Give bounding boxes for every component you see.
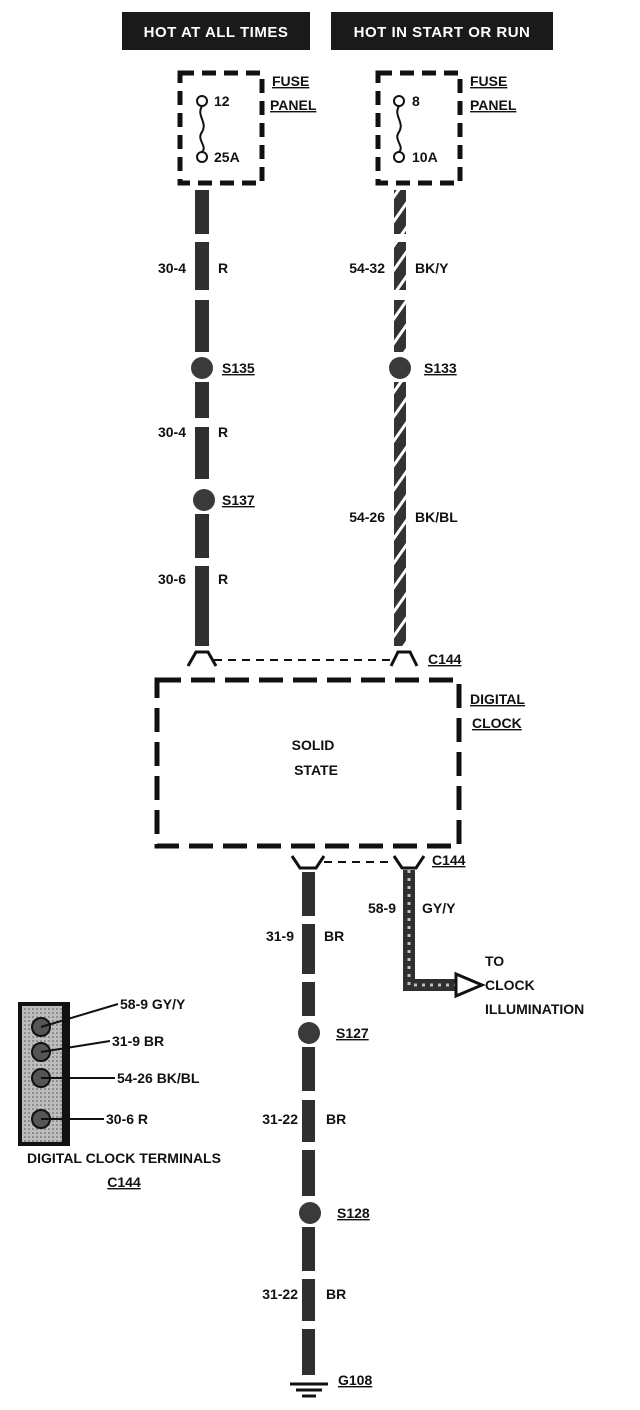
header-right-label: HOT IN START OR RUN bbox=[354, 24, 531, 41]
left-seg1-color: R bbox=[218, 260, 228, 276]
ground-g108-label: G108 bbox=[338, 1372, 372, 1388]
header-hot-at-all-times: HOT AT ALL TIMES bbox=[122, 12, 310, 50]
splice-s137-label: S137 bbox=[222, 492, 255, 508]
splice-s133-label: S133 bbox=[424, 360, 457, 376]
illumination-wire: 58-9 GY/Y TO CLOCK ILLUMINATION bbox=[368, 870, 584, 1017]
bottom-seg2-circuit: 31-22 bbox=[262, 1111, 298, 1127]
left-seg3-circuit: 30-6 bbox=[158, 571, 186, 587]
splice-s135-icon bbox=[191, 357, 213, 379]
terminals-connector: C144 bbox=[107, 1174, 141, 1190]
illum-dest-2: CLOCK bbox=[485, 977, 535, 993]
terminal-1-label: 58-9 GY/Y bbox=[120, 996, 186, 1012]
fuse-left-number: 12 bbox=[214, 93, 230, 109]
right-seg1-circuit: 54-32 bbox=[349, 260, 385, 276]
right-seg2-circuit: 54-26 bbox=[349, 509, 385, 525]
fuse-right-amperage: 10A bbox=[412, 149, 438, 165]
splice-s128-label: S128 bbox=[337, 1205, 370, 1221]
terminal-2-label: 31-9 BR bbox=[112, 1033, 164, 1049]
clock-inner-line-1: SOLID bbox=[292, 737, 335, 753]
left-seg3-color: R bbox=[218, 571, 228, 587]
illum-color: GY/Y bbox=[422, 900, 456, 916]
clock-label-2: CLOCK bbox=[472, 715, 522, 731]
bottom-seg2-color: BR bbox=[326, 1111, 346, 1127]
right-seg2-color: BK/BL bbox=[415, 509, 458, 525]
arrow-right-icon bbox=[454, 971, 486, 999]
ground-icon bbox=[290, 1382, 328, 1398]
left-seg2-color: R bbox=[218, 424, 228, 440]
terminal-3-label: 54-26 BK/BL bbox=[117, 1070, 200, 1086]
fuse-left: 12 25A FUSE PANEL bbox=[177, 70, 317, 186]
left-seg1-circuit: 30-4 bbox=[158, 260, 186, 276]
splice-s137-icon bbox=[193, 489, 215, 511]
illum-dest-1: TO bbox=[485, 953, 504, 969]
left-seg2-circuit: 30-4 bbox=[158, 424, 186, 440]
right-seg1-color: BK/Y bbox=[415, 260, 449, 276]
terminal-4-label: 30-6 R bbox=[106, 1111, 148, 1127]
bottom-seg1-color: BR bbox=[324, 928, 344, 944]
fuse-right-number: 8 bbox=[412, 93, 420, 109]
illum-circuit: 58-9 bbox=[368, 900, 396, 916]
fuse-right-label-2: PANEL bbox=[470, 97, 517, 113]
splice-s127-label: S127 bbox=[336, 1025, 369, 1041]
header-left-label: HOT AT ALL TIMES bbox=[144, 24, 289, 41]
fuse-element-icon bbox=[396, 105, 402, 153]
connector-pin-icon bbox=[389, 650, 419, 667]
splice-s128-icon bbox=[299, 1202, 321, 1224]
connector-pin-icon bbox=[392, 855, 426, 870]
left-wire: 30-4 R S135 30-4 R S137 30-6 R bbox=[158, 190, 255, 667]
clock-inner-line-2: STATE bbox=[294, 762, 338, 778]
right-wire: 54-32 BK/Y S133 54-26 BK/BL bbox=[349, 190, 458, 667]
bottom-seg1-circuit: 31-9 bbox=[266, 928, 294, 944]
splice-s133-icon bbox=[389, 357, 411, 379]
clock-label-1: DIGITAL bbox=[470, 691, 525, 707]
header-hot-in-start-or-run: HOT IN START OR RUN bbox=[331, 12, 553, 50]
terminals-caption: DIGITAL CLOCK TERMINALS bbox=[27, 1150, 221, 1166]
digital-clock-module: SOLID STATE DIGITAL CLOCK bbox=[154, 677, 525, 849]
illum-dest-3: ILLUMINATION bbox=[485, 1001, 584, 1017]
connector-pin-icon bbox=[290, 855, 326, 870]
terminals-inset: 58-9 GY/Y 31-9 BR 54-26 BK/BL 30-6 R DIG… bbox=[18, 996, 221, 1190]
connector-bottom-label: C144 bbox=[432, 852, 466, 868]
splice-s135-label: S135 bbox=[222, 360, 255, 376]
connector-top-label: C144 bbox=[428, 651, 462, 667]
connector-pin-icon bbox=[186, 650, 218, 667]
bottom-wire: 31-9 BR S127 31-22 BR S128 31-22 BR G108 bbox=[262, 872, 372, 1398]
fuse-right: 8 10A FUSE PANEL bbox=[375, 70, 517, 186]
fuse-right-label-1: FUSE bbox=[470, 73, 507, 89]
fuse-left-label-1: FUSE bbox=[272, 73, 309, 89]
fuse-terminal-icon bbox=[196, 151, 208, 163]
bottom-seg3-circuit: 31-22 bbox=[262, 1286, 298, 1302]
fuse-terminal-icon bbox=[196, 95, 208, 107]
bottom-seg3-color: BR bbox=[326, 1286, 346, 1302]
splice-s127-icon bbox=[298, 1022, 320, 1044]
fuse-left-amperage: 25A bbox=[214, 149, 240, 165]
fuse-element-icon bbox=[199, 105, 205, 153]
fuse-left-label-2: PANEL bbox=[270, 97, 317, 113]
fuse-terminal-icon bbox=[393, 151, 405, 163]
fuse-terminal-icon bbox=[393, 95, 405, 107]
